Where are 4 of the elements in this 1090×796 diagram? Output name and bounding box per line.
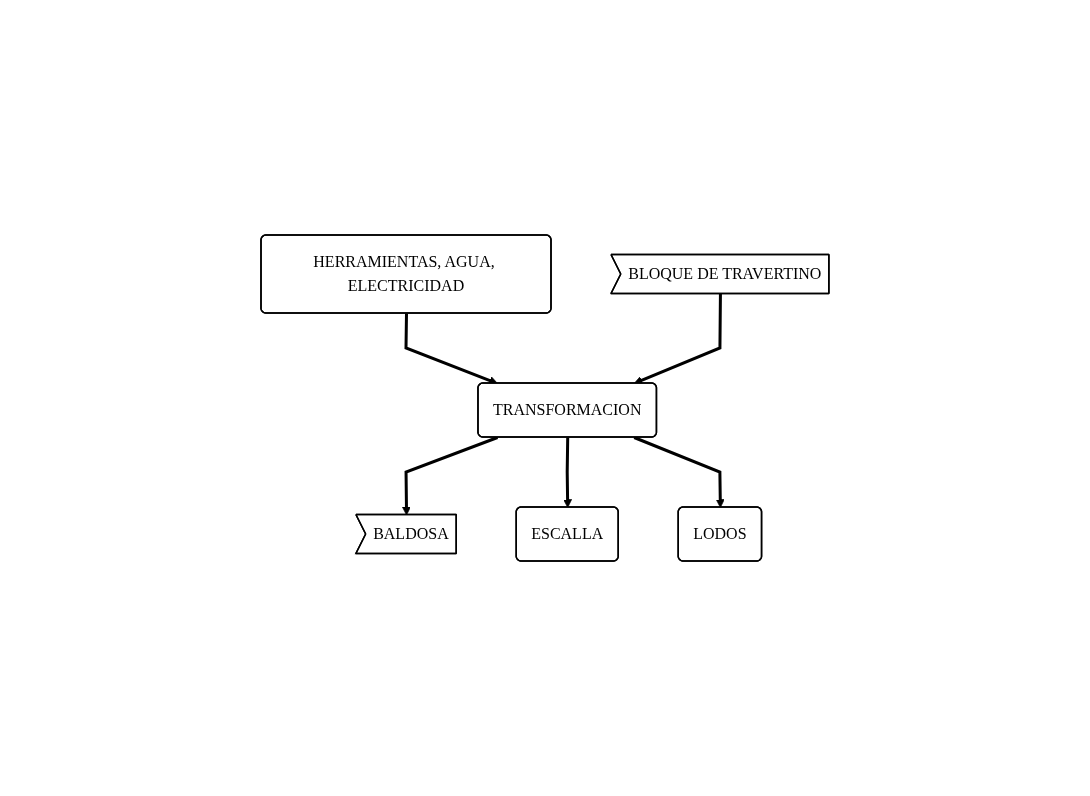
arrow (404, 313, 498, 385)
arrow (563, 437, 573, 508)
arrow (633, 436, 725, 508)
arrow (633, 294, 722, 385)
